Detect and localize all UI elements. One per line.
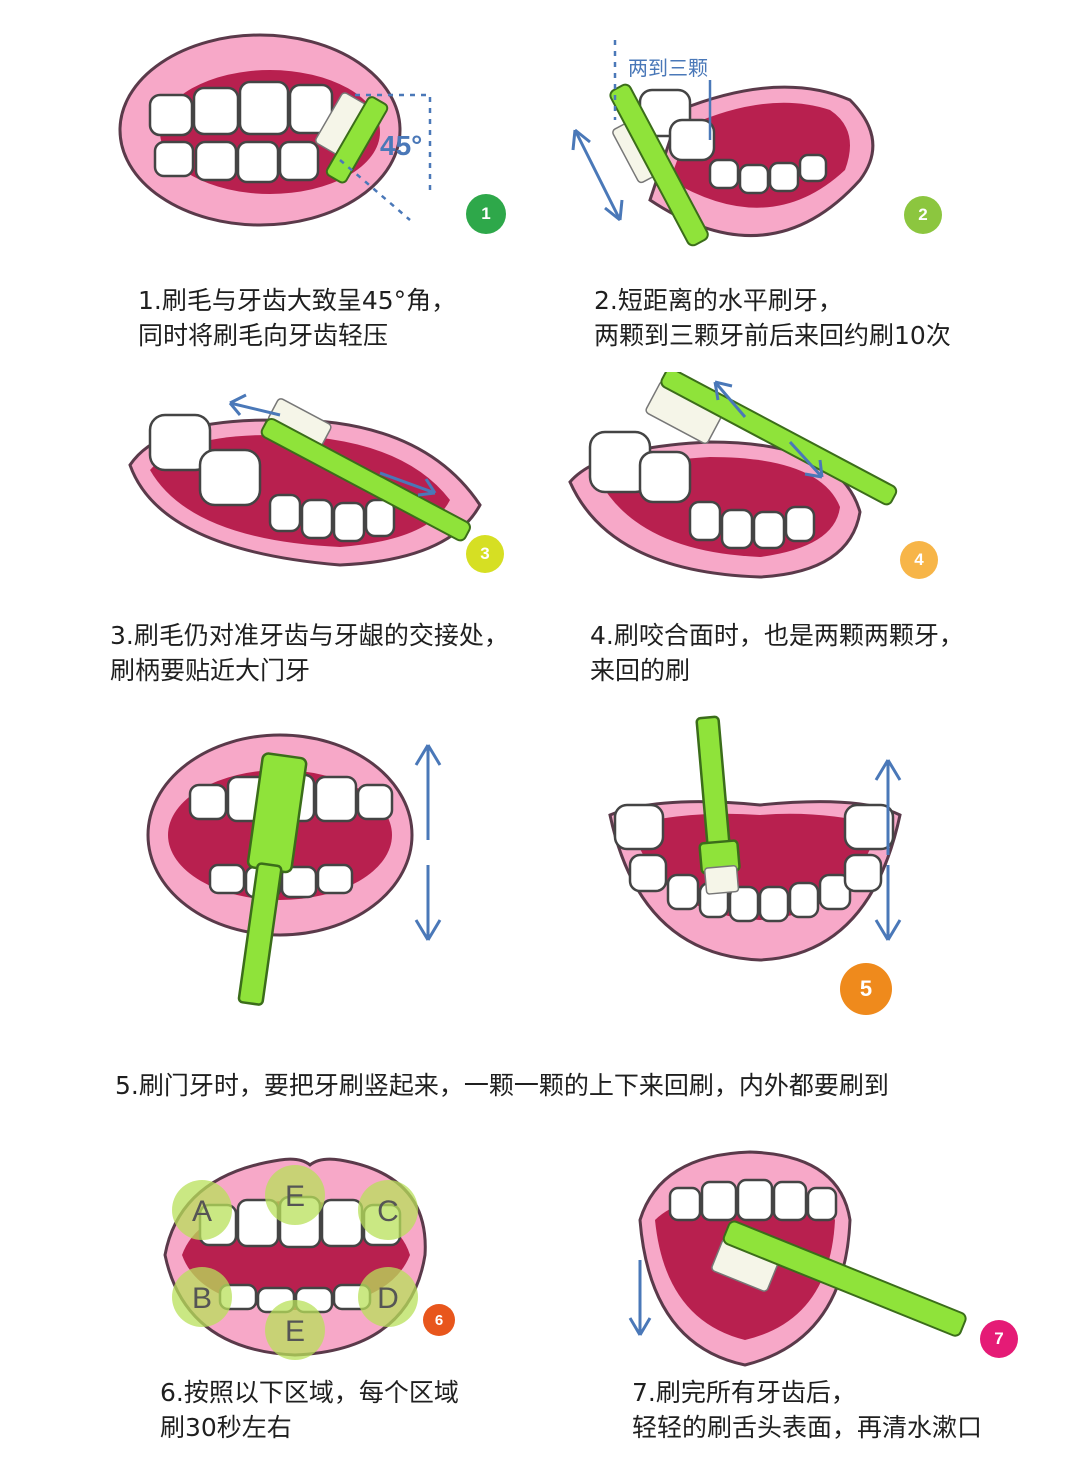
step6-number: 6	[434, 1311, 444, 1329]
two-to-three-label: 两到三颗	[628, 57, 708, 80]
step7-illustration	[620, 1140, 1020, 1380]
zone-e-top-label: E	[285, 1180, 305, 1213]
zone-c-label: C	[377, 1195, 399, 1228]
step5-caption: 5.刷门牙时，要把牙刷竖起来，一颗一颗的上下来回刷，内外都要刷到	[115, 1068, 889, 1103]
step2-badge: 2	[904, 196, 942, 234]
zone-e-bottom-label: E	[285, 1315, 305, 1348]
step6-line1: 6.按照以下区域，每个区域	[160, 1378, 459, 1407]
step6-caption: 6.按照以下区域，每个区域 刷30秒左右	[160, 1375, 459, 1445]
step4-badge: 4	[900, 541, 938, 579]
step3-line2: 刷柄要贴近大门牙	[110, 656, 311, 685]
step7-badge: 7	[980, 1320, 1018, 1358]
step7-number: 7	[994, 1329, 1004, 1348]
step2-line1: 2.短距离的水平刷牙，	[594, 286, 843, 315]
step3-number: 3	[480, 544, 490, 563]
step4-illustration	[560, 372, 960, 592]
zone-b-label: B	[192, 1282, 212, 1315]
step5-line1: 5.刷门牙时，要把牙刷竖起来，一颗一颗的上下来回刷，内外都要刷到	[115, 1071, 889, 1100]
step4-line2: 来回的刷	[590, 656, 691, 685]
step3-illustration	[120, 375, 520, 595]
step7-caption: 7.刷完所有牙齿后， 轻轻的刷舌头表面，再清水漱口	[632, 1375, 982, 1445]
step5-number: 5	[859, 976, 873, 1001]
step2-number: 2	[918, 205, 928, 224]
step7-line1: 7.刷完所有牙齿后，	[632, 1378, 856, 1407]
step6-badge: 6	[423, 1304, 455, 1336]
step4-number: 4	[914, 550, 924, 569]
angle-label: 45°	[380, 130, 422, 161]
step5-badge: 5	[840, 963, 892, 1015]
step1-number: 1	[481, 204, 491, 223]
step1-illustration: 45°	[110, 20, 510, 250]
step2-illustration: 两到三颗	[560, 30, 960, 250]
step2-caption: 2.短距离的水平刷牙， 两颗到三颗牙前后来回约刷10次	[594, 283, 951, 353]
step6-illustration: A E C B D E	[160, 1145, 450, 1365]
step5-front-illustration	[140, 715, 460, 1015]
zone-d-label: D	[377, 1282, 399, 1315]
step1-caption: 1.刷毛与牙齿大致呈45°角， 同时将刷毛向牙齿轻压	[138, 283, 456, 353]
step1-badge: 1	[466, 194, 506, 234]
step6-line2: 刷30秒左右	[160, 1413, 292, 1442]
step2-line2: 两颗到三颗牙前后来回约刷10次	[594, 321, 951, 350]
step3-line1: 3.刷毛仍对准牙齿与牙龈的交接处，	[110, 621, 509, 650]
step1-line1: 1.刷毛与牙齿大致呈45°角，	[138, 286, 457, 315]
step3-badge: 3	[466, 535, 504, 573]
step4-caption: 4.刷咬合面时，也是两颗两颗牙， 来回的刷	[590, 618, 964, 688]
step4-line1: 4.刷咬合面时，也是两颗两颗牙，	[590, 621, 964, 650]
zone-a-label: A	[192, 1195, 212, 1228]
step1-line2: 同时将刷毛向牙齿轻压	[138, 321, 389, 350]
step3-caption: 3.刷毛仍对准牙齿与牙龈的交接处， 刷柄要贴近大门牙	[110, 618, 509, 688]
step5-inner-illustration	[600, 715, 920, 1015]
step7-line2: 轻轻的刷舌头表面，再清水漱口	[632, 1413, 983, 1442]
